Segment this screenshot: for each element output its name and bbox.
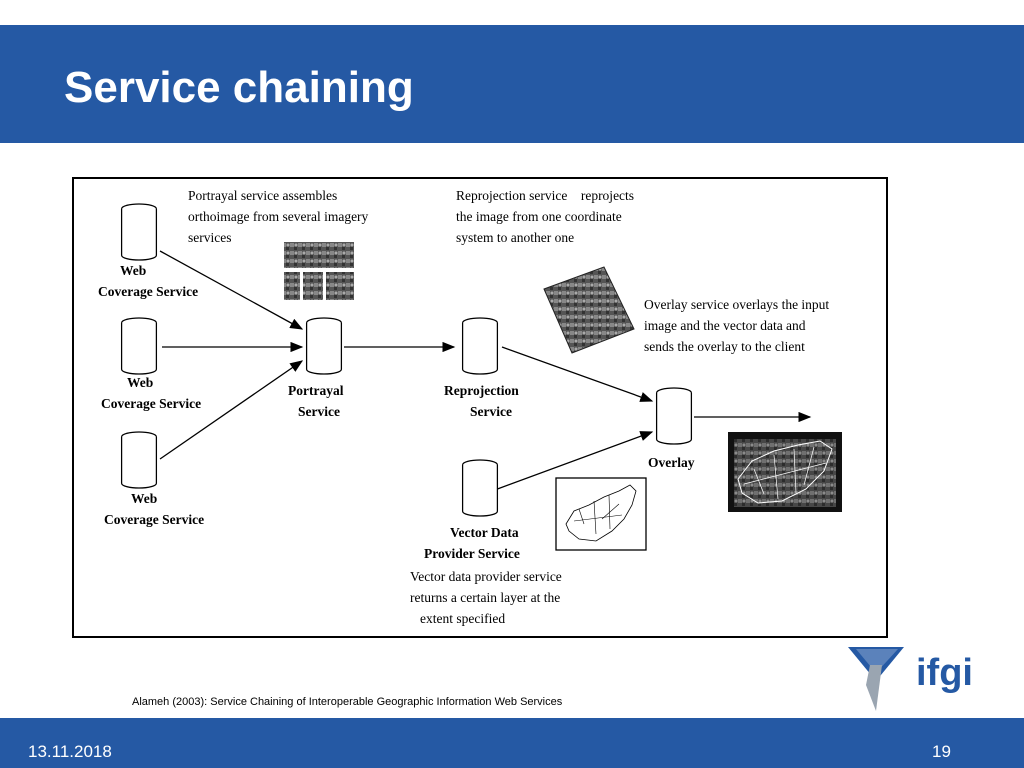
wcs-1-label-line1: Web [120, 263, 146, 278]
portrayal-note-line3: services [188, 230, 231, 245]
reprojection-note-line1: Reprojection service reprojects [456, 188, 634, 203]
wcs-1-database-icon [120, 203, 158, 261]
wcs-2-database-icon [120, 317, 158, 375]
wcs-2-label-line1: Web [127, 375, 153, 390]
overlay-database-icon [655, 387, 693, 445]
orthoimage-tiles [284, 242, 354, 300]
vector-note-line1: Vector data provider service [410, 569, 562, 584]
wcs-1-label-line2: Coverage Service [98, 284, 198, 299]
footer-date: 13.11.2018 [28, 742, 112, 761]
overlay-result-image [728, 432, 842, 512]
vector-label-line1: Vector Data [450, 525, 519, 540]
wcs-3-label-line1: Web [131, 491, 157, 506]
reprojection-note-line2: the image from one coordinate [456, 209, 622, 224]
portrayal-note-line2: orthoimage from several imagery [188, 209, 369, 224]
portrayal-label-line1: Portrayal [288, 383, 344, 398]
reprojected-image [543, 266, 635, 354]
slide-title: Service chaining [64, 63, 414, 112]
overlay-note-line1: Overlay service overlays the input [644, 297, 829, 312]
service-chaining-figure: Web Coverage Service Web Coverage Servic… [72, 177, 888, 638]
flow-arrows [159, 250, 812, 492]
footer-bar [0, 718, 1024, 768]
vector-map-image [555, 477, 647, 551]
vector-note-line3: extent specified [420, 611, 505, 626]
title-bar [0, 25, 1024, 143]
reprojection-label-line2: Service [470, 404, 512, 419]
ifgi-logo: ifgi [846, 645, 986, 720]
portrayal-note-line1: Portrayal service assembles [188, 188, 337, 203]
vector-note-line2: returns a certain layer at the [410, 590, 560, 605]
reprojection-note-line3: system to another one [456, 230, 574, 245]
wcs-3-label-line2: Coverage Service [104, 512, 204, 527]
citation-text: Alameh (2003): Service Chaining of Inter… [132, 696, 563, 708]
page-number: 19 [932, 742, 951, 761]
overlay-note-line2: image and the vector data and [644, 318, 806, 333]
reprojection-database-icon [461, 317, 499, 375]
wcs-2-label-line2: Coverage Service [101, 396, 201, 411]
wcs-3-database-icon [120, 431, 158, 489]
logo-text: ifgi [916, 652, 973, 694]
portrayal-label-line2: Service [298, 404, 340, 419]
logo-chevron-icon [848, 647, 904, 681]
overlay-note-line3: sends the overlay to the client [644, 339, 805, 354]
vector-data-database-icon [461, 459, 499, 517]
service-chain-diagram: Web Coverage Service Web Coverage Servic… [98, 188, 842, 626]
vector-label-line2: Provider Service [424, 546, 520, 561]
reprojection-label-line1: Reprojection [444, 383, 519, 398]
overlay-label: Overlay [648, 455, 695, 470]
portrayal-database-icon [305, 317, 343, 375]
